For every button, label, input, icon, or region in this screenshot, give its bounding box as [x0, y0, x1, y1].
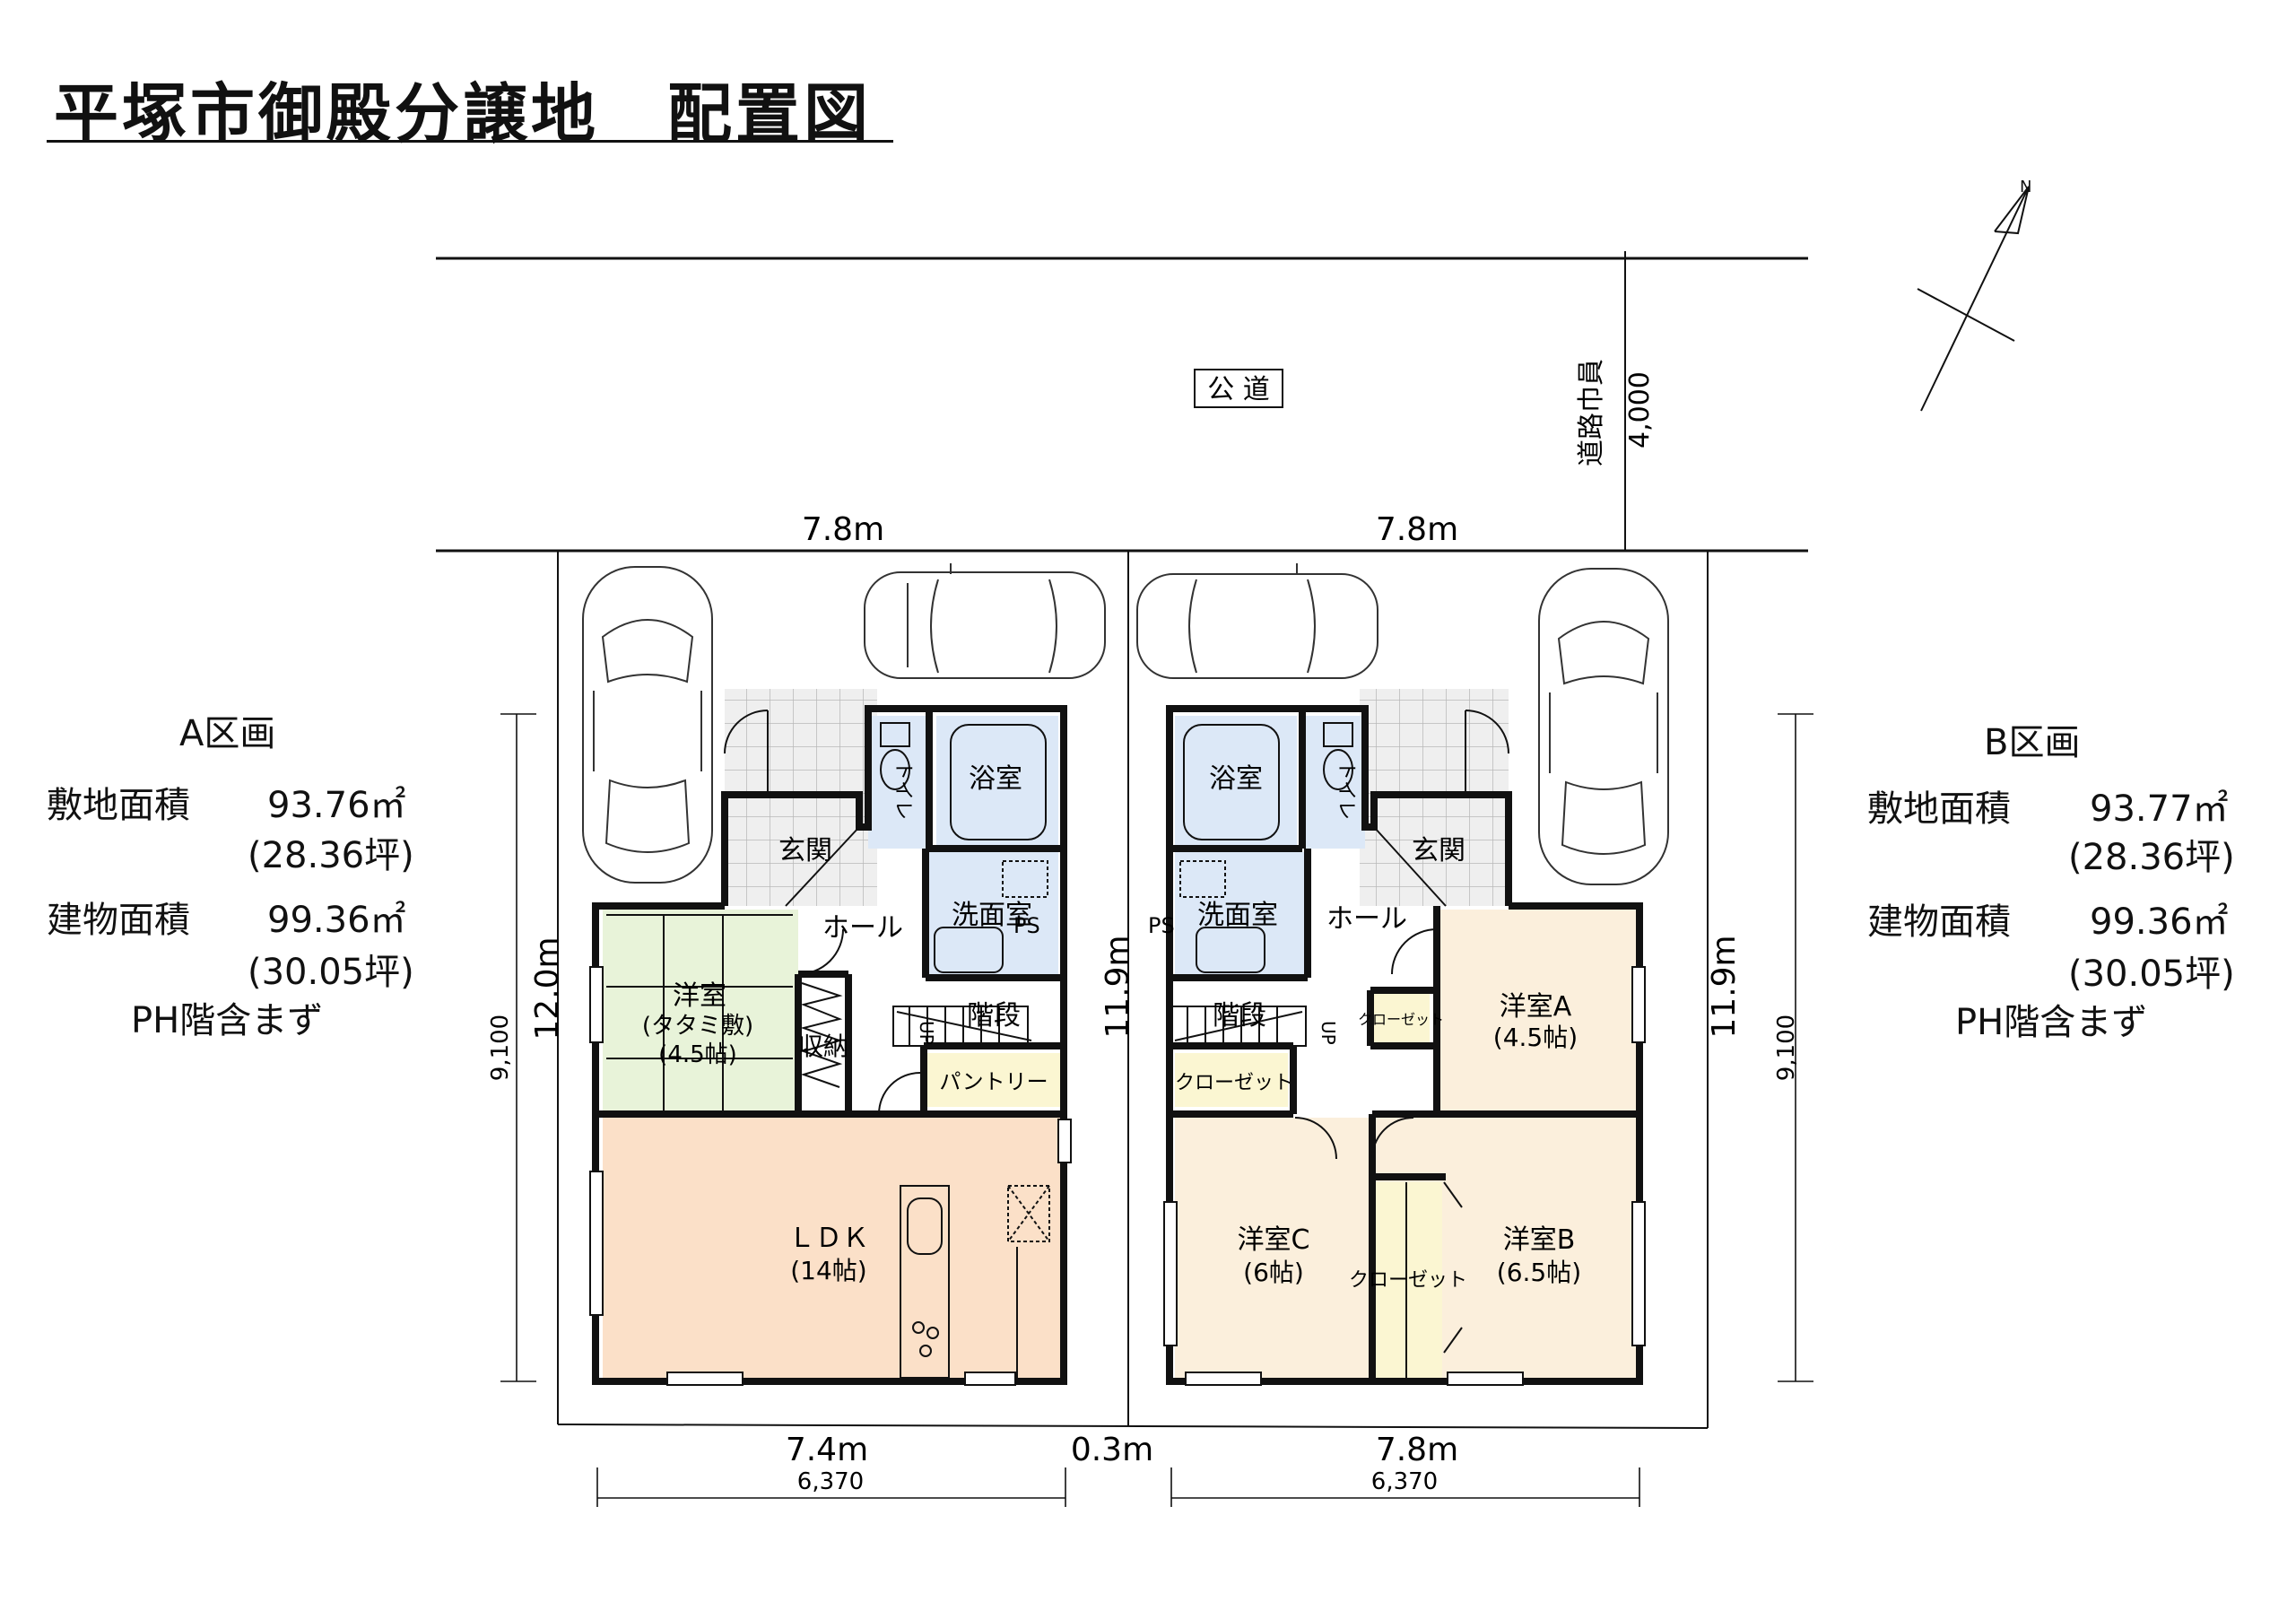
room-label-genkan: 玄関: [778, 835, 832, 866]
room-label-ldk-1: ＬＤＫ: [788, 1223, 869, 1254]
room-label-bath: 浴室: [1209, 763, 1263, 795]
room-label-room-a-1: 洋室A: [1500, 991, 1572, 1023]
car-icon: [1538, 568, 1669, 885]
room-pantry: [927, 1053, 1062, 1107]
room-tatami: [603, 910, 798, 1116]
lot-a-note: PH階含まず: [131, 1000, 324, 1041]
lot-a-building-width: 6,370: [797, 1468, 864, 1495]
room-bath: [936, 716, 1058, 849]
room-label-tatami-3: (4.5帖): [658, 1041, 737, 1068]
closet-small: [1175, 1053, 1288, 1107]
room-label-room-a-2: (4.5帖): [1493, 1023, 1578, 1052]
room-label-tatami-2: (タタミ敷): [642, 1013, 753, 1040]
room-label-washroom: 洗面室: [1197, 900, 1278, 931]
title-underline: [47, 140, 893, 143]
ps-label: PS: [1013, 913, 1040, 938]
house-b: PS UP 浴室 玄関 洗面室 ホール 階段 クローゼット クローゼット 洋室A…: [1148, 689, 1646, 1386]
room-label-closet-b: クローゼット: [1349, 1269, 1467, 1292]
house-b-fixtures: [1170, 710, 1509, 1378]
room-label-toilet: トイレ: [891, 761, 914, 820]
lot-a-building-depth: 9,100: [487, 1014, 514, 1081]
gap-label: 0.3m: [1071, 1432, 1153, 1468]
lot-a-rear: 7.4m: [786, 1432, 868, 1468]
lot-b-site-area-tsubo: (28.36坪): [2068, 837, 2235, 878]
lot-b-frontage: 7.8m: [1376, 511, 1458, 548]
lot-boundaries: [557, 551, 1709, 1429]
house-a-fixtures: [606, 710, 1050, 1379]
lot-a-depth: 12.0m: [529, 936, 566, 1040]
house-b-windows: [1163, 966, 1646, 1386]
road-label-box: [1194, 369, 1283, 408]
road-width-value: 4,000: [1624, 371, 1656, 448]
room-a: [1440, 910, 1636, 1112]
ps-label: PS: [1148, 913, 1175, 938]
lot-b-building-area-label: 建物面積: [1867, 901, 2011, 943]
lot-a-building-area-label: 建物面積: [47, 900, 190, 941]
car-icon: [1136, 563, 1378, 679]
room-washroom: [927, 852, 1058, 980]
lot-a-site-area-label: 敷地面積: [47, 785, 190, 826]
room-label-bath: 浴室: [969, 763, 1022, 795]
room-label-hall: ホール: [1326, 903, 1407, 935]
room-label-room-b-1: 洋室B: [1503, 1224, 1576, 1256]
room-label-pantry: パントリー: [939, 1069, 1048, 1094]
lot-b-name: B区画: [1984, 722, 2081, 763]
lot-b-note: PH階含まず: [1955, 1002, 2148, 1043]
car-icon: [864, 563, 1106, 679]
room-label-room-c-2: (6帖): [1243, 1258, 1304, 1287]
room-ldk: [603, 1118, 1065, 1378]
room-label-tatami-1: 洋室: [673, 980, 726, 1012]
public-road: 公 道 道路巾員 4,000: [436, 251, 1808, 553]
lot-b-building-depth: 9,100: [1773, 1014, 1800, 1081]
lot-b-rear: 7.8m: [1376, 1432, 1458, 1468]
room-label-washroom: 洗面室: [952, 900, 1032, 931]
lot-b-depth-left: 11.9m: [1100, 935, 1136, 1038]
lot-a-building-area-tsubo: (30.05坪): [248, 952, 414, 993]
room-label-toilet: トイレ: [1335, 761, 1357, 820]
room-label-ldk-2: (14帖): [790, 1256, 866, 1285]
room-label-room-c-1: 洋室C: [1238, 1224, 1310, 1256]
room-toilet: [868, 716, 929, 849]
room-label-closet-a: クローゼット: [1358, 1011, 1444, 1028]
room-label-genkan: 玄関: [1412, 835, 1465, 866]
car-icon: [582, 566, 713, 884]
lot-b-site-area-label: 敷地面積: [1867, 788, 2011, 830]
closet-a: [1372, 994, 1430, 1044]
page-title: 平塚市御殿分譲地 配置図: [54, 76, 873, 152]
lot-b-building-width: 6,370: [1371, 1468, 1438, 1495]
lot-b-building-area-tsubo: (30.05坪): [2068, 954, 2235, 995]
north-label: N: [2020, 178, 2031, 196]
lot-a-site-area-value: 93.76㎡: [267, 785, 406, 826]
room-bath: [1175, 716, 1297, 849]
house-a-room-labels: 玄関 浴室 洗面室 ホール 洋室 (タタミ敷) (4.5帖) 収納 階段 パント…: [642, 763, 1048, 1285]
house-b-room-labels: 浴室 玄関 洗面室 ホール 階段 クローゼット クローゼット 洋室A (4.5帖…: [1175, 763, 1581, 1292]
north-arrow-icon: N: [1917, 178, 2031, 412]
house-a-windows: [589, 966, 1072, 1386]
room-label-storage: 収納: [798, 1032, 848, 1061]
road-width-label: 道路巾員: [1576, 359, 1607, 466]
lot-b-building-area-value: 99.36㎡: [2090, 901, 2229, 943]
room-label-stairs: 階段: [967, 1000, 1021, 1032]
lot-a-name: A区画: [179, 713, 276, 754]
room-toilet: [1304, 716, 1365, 849]
lot-a-building-area-value: 99.36㎡: [267, 900, 406, 941]
road-label: 公 道: [1207, 374, 1270, 405]
room-label-stairs: 階段: [1213, 1000, 1266, 1032]
lot-b-site-area-value: 93.77㎡: [2090, 788, 2229, 830]
lot-a-frontage: 7.8m: [802, 511, 884, 548]
up-label: UP: [916, 1021, 937, 1045]
house-a: PS UP 玄関 浴室 洗面室 ホール 洋室 (タタミ敷) (4.5帖) 収納 …: [589, 689, 1072, 1386]
room-label-room-b-2: (6.5帖): [1497, 1258, 1581, 1287]
dimension-lines: [500, 713, 1813, 1507]
closet-b: [1376, 1182, 1442, 1378]
lot-b-depth-right: 11.9m: [1706, 935, 1743, 1038]
up-label: UP: [1318, 1021, 1339, 1045]
room-label-hall: ホール: [822, 912, 903, 944]
room-label-closet-small: クローゼット: [1175, 1072, 1293, 1094]
lot-a-site-area-tsubo: (28.36坪): [248, 835, 414, 876]
